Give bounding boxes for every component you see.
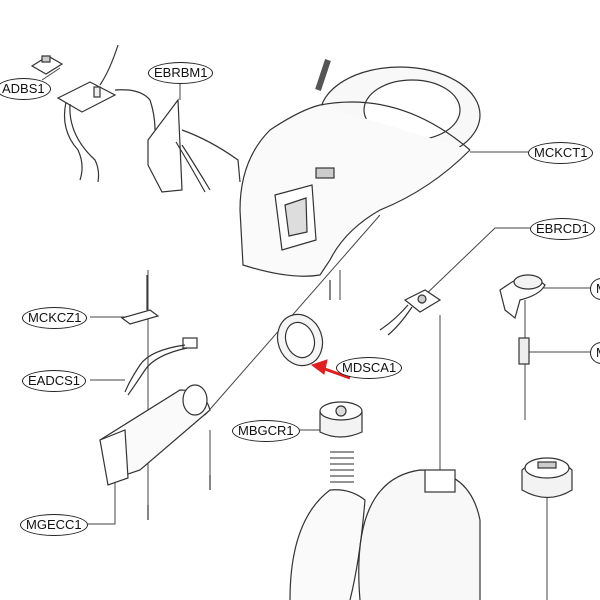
part-mdsca1 [276, 313, 324, 367]
part-mgecc1 [99, 384, 211, 520]
label-adbs1: ADBS1 [0, 78, 51, 100]
label-mckct1: MCKCT1 [528, 142, 594, 164]
part-base-body [289, 469, 481, 600]
part-right-cap [521, 457, 573, 499]
label-mckcz1: MCKCZ1 [22, 307, 88, 329]
part-mckcz1 [120, 275, 160, 325]
highlight-arrow [310, 359, 351, 380]
label-ebrcd1: EBRCD1 [530, 218, 595, 240]
label-mdsca1: MDSCA1 [336, 357, 403, 379]
label-mbgcr1: MBGCR1 [232, 420, 300, 442]
part-ebrcd1 [379, 289, 442, 336]
label-mgecc1: MGECC1 [20, 514, 88, 536]
label-ebrbm1: EBRBM1 [148, 62, 214, 84]
part-mckct1 [239, 59, 481, 300]
label-eadcs1: EADCS1 [22, 370, 87, 392]
part-ebrbm1 [56, 44, 241, 193]
part-adbs1 [30, 55, 64, 75]
part-eadcs1 [124, 337, 198, 396]
part-mbgcr1 [319, 401, 363, 483]
part-right-clip [499, 274, 546, 365]
